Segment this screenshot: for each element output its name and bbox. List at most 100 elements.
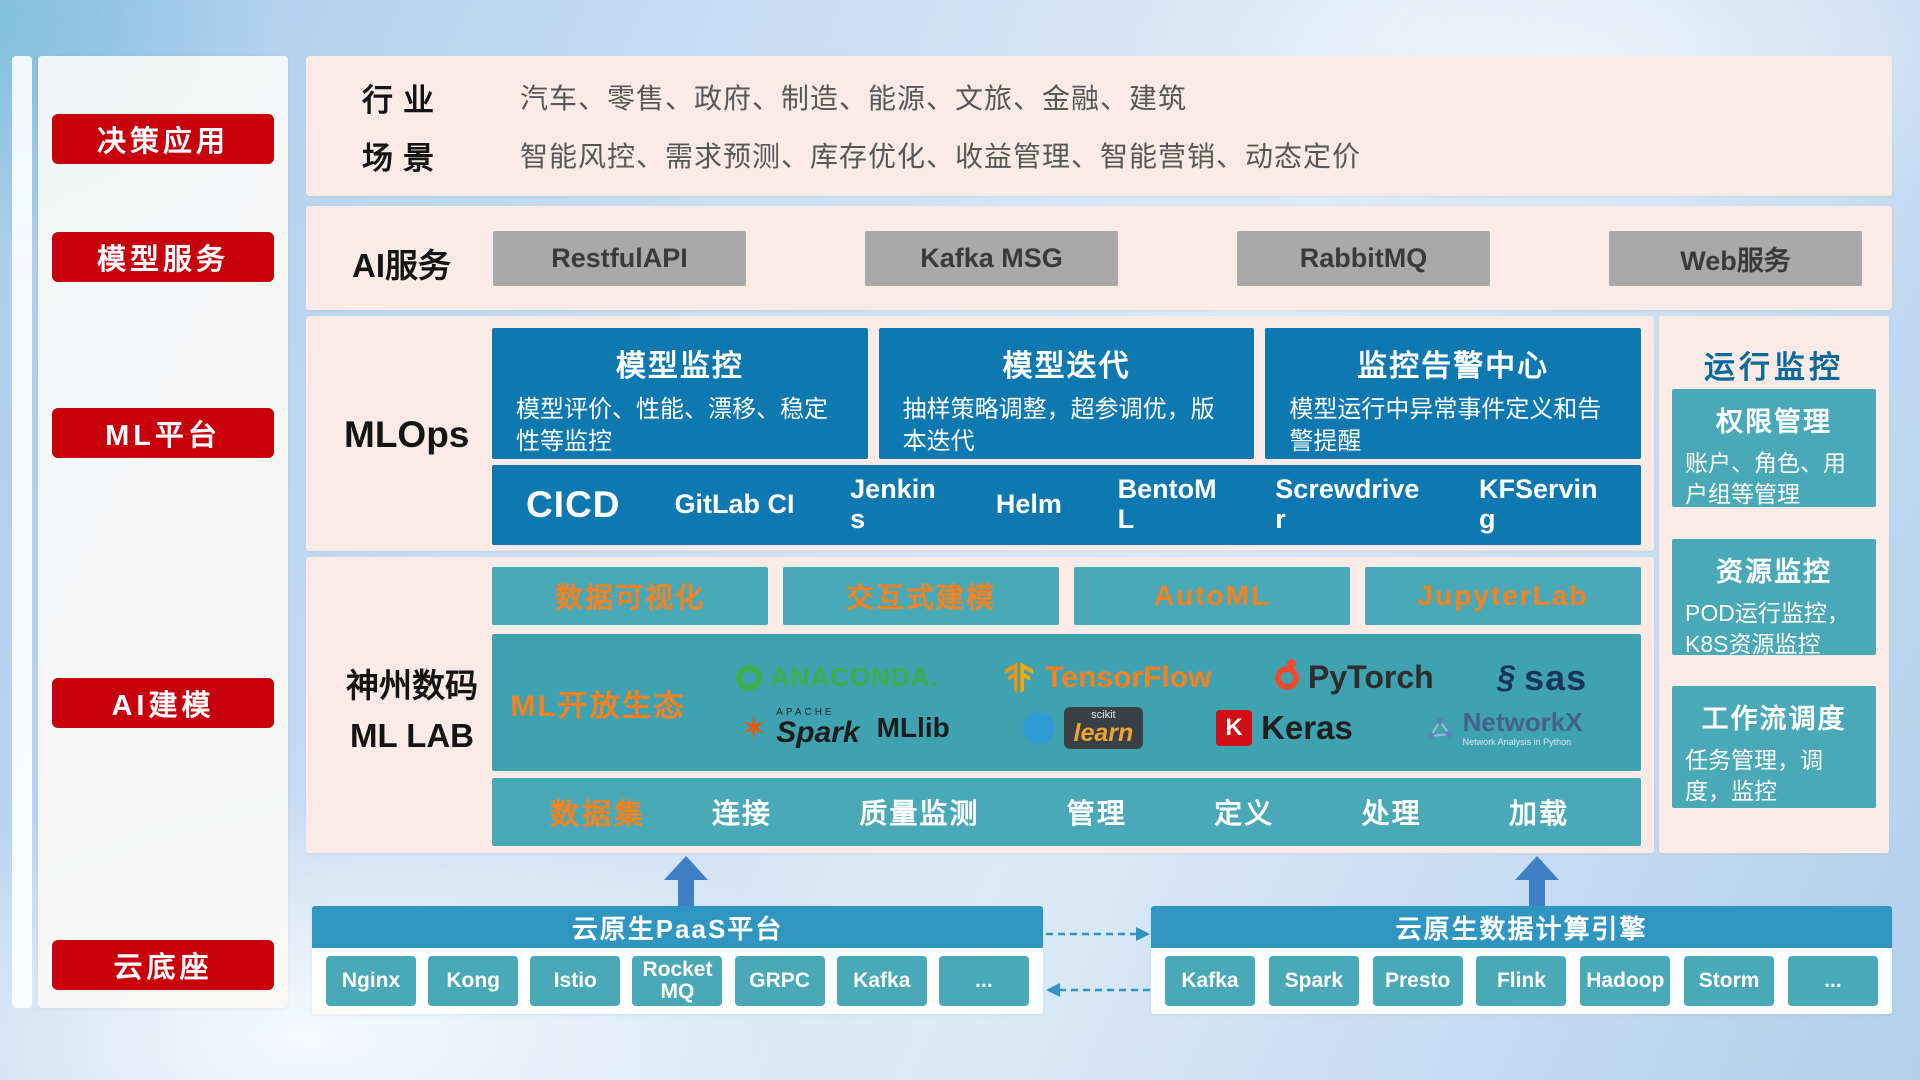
logo-anaconda: ANACONDA. — [735, 662, 939, 693]
mllab-panel: 神州数码 ML LAB 数据可视化 交互式建模 AutoML JupyterLa… — [306, 557, 1654, 853]
cloud-paas-board: 云原生PaaS平台 Nginx Kong Istio RocketMQ GRPC… — [312, 906, 1043, 1014]
arrow-head — [1515, 856, 1559, 880]
cicd-item-jenkins: Jenkins — [850, 474, 936, 534]
up-arrow-engine — [1515, 856, 1559, 906]
chip-hadoop: Hadoop — [1580, 956, 1671, 1006]
chip-engine-more: ... — [1787, 956, 1878, 1006]
cicd-item-bentoml: BentoML — [1117, 474, 1217, 534]
logo-networkx: NetworkX Network Analysis in Python — [1426, 709, 1583, 747]
card-title: 工作流调度 — [1701, 704, 1847, 734]
card-model-monitoring: 模型监控 模型评价、性能、漂移、稳定性等监控 — [492, 328, 868, 459]
scikit-learn-badge: scikit learn — [1063, 706, 1144, 749]
card-model-iteration: 模型迭代 抽样策略调整，超参调优，版本迭代 — [878, 328, 1255, 459]
networkx-wordmark-stack: NetworkX Network Analysis in Python — [1463, 709, 1583, 747]
mlops-label: MLOps — [344, 414, 470, 455]
card-title: 资源监控 — [1716, 557, 1832, 587]
tensorflow-wordmark: TensorFlow — [1045, 660, 1212, 694]
cicd-item-gitlab-ci: GitLab CI — [674, 489, 795, 520]
cloud-engine-items: Kafka Spark Presto Flink Hadoop Storm ..… — [1165, 954, 1878, 1008]
cicd-bar: CICD GitLab CI Jenkins Helm BentoML Scre… — [492, 465, 1641, 545]
cloud-engine-board: 云原生数据计算引擎 Kafka Spark Presto Flink Hadoo… — [1151, 906, 1892, 1014]
ml-ecosystem-logos: ANACONDA. TensorFlow PyTorch — [704, 657, 1641, 749]
anaconda-wordmark: ANACONDA. — [770, 662, 939, 692]
sas-swoosh-icon: § — [1497, 659, 1516, 695]
arrow-shaft — [1529, 880, 1545, 906]
ml-ecosystem-label: ML开放生态 — [510, 689, 686, 723]
card-title: 监控告警中心 — [1357, 350, 1550, 383]
card-title: 模型迭代 — [1002, 350, 1131, 383]
chip-grpc: GRPC — [734, 956, 825, 1006]
cloud-engine-header: 云原生数据计算引擎 — [1151, 906, 1892, 948]
card-desc: 模型运行中异常事件定义和告警提醒 — [1289, 396, 1602, 456]
up-arrow-paas — [664, 856, 708, 906]
dataset-item-manage: 管理 — [1066, 798, 1127, 829]
chip-interactive-modeling: 交互式建模 — [783, 567, 1059, 625]
chip-kafka-msg: Kafka MSG — [865, 231, 1118, 286]
spark-wordmark-stack: APACHE Spark — [776, 706, 860, 749]
mlops-panel: MLOps 模型监控 模型评价、性能、漂移、稳定性等监控 模型迭代 抽样策略调整… — [306, 316, 1654, 551]
learn-wordmark: learn — [1073, 718, 1134, 747]
spark-apache-label: APACHE — [776, 706, 835, 718]
dataset-item-load: 加载 — [1508, 798, 1569, 829]
mllab-label: 神州数码 ML LAB — [328, 661, 496, 760]
layer-badge-decision: 决策应用 — [52, 114, 274, 164]
cicd-item-kfserving: KFServing — [1479, 474, 1598, 534]
chip-flink: Flink — [1476, 956, 1567, 1006]
cloud-paas-header: 云原生PaaS平台 — [312, 906, 1043, 948]
dataset-items: 连接 质量监测 管理 定义 处理 加载 — [704, 792, 1641, 832]
mllab-tools: 数据可视化 交互式建模 AutoML JupyterLab — [492, 567, 1641, 625]
dataset-item-connect: 连接 — [712, 798, 773, 829]
layer-badge-model-service: 模型服务 — [52, 232, 274, 282]
spark-wordmark: Spark — [776, 715, 860, 749]
logo-scikit-learn: scikit learn — [1022, 706, 1144, 749]
scenario-list: 智能风控、需求预测、库存优化、收益管理、智能营销、动态定价 — [520, 141, 1362, 172]
ai-service-buttons: RestfulAPI Kafka MSG RabbitMQ Web服务 — [493, 231, 1862, 286]
card-title: 权限管理 — [1716, 407, 1832, 437]
keras-wordmark: Keras — [1261, 708, 1353, 746]
card-permission-management: 权限管理 账户、角色、用户组等管理 — [1672, 389, 1876, 507]
logo-row-2: ✶ APACHE Spark MLlib scikit learn — [704, 706, 1619, 749]
arrow-head — [664, 856, 708, 880]
networkx-icon — [1427, 717, 1453, 739]
logo-keras: K Keras — [1216, 709, 1353, 747]
layer-badge-cloud-base: 云底座 — [52, 940, 274, 990]
dataset-item-define: 定义 — [1214, 798, 1275, 829]
chip-kong: Kong — [428, 956, 519, 1006]
ai-service-label: AI服务 — [352, 247, 451, 284]
chip-presto: Presto — [1372, 956, 1463, 1006]
cicd-label: CICD — [526, 484, 621, 525]
card-desc: POD运行监控，K8S资源监控 — [1685, 600, 1850, 658]
chip-automl: AutoML — [1074, 567, 1350, 625]
layer-badge-ml-platform: ML平台 — [52, 408, 274, 458]
runtime-monitoring-panel: 运行监控 权限管理 账户、角色、用户组等管理 资源监控 POD运行监控，K8S资… — [1659, 316, 1889, 853]
card-alert-center: 监控告警中心 模型运行中异常事件定义和告警提醒 — [1265, 328, 1642, 459]
industry-row: 行业 汽车、零售、政府、制造、能源、文旅、金融、建筑 — [362, 68, 1892, 126]
spark-icon: ✶ — [740, 709, 768, 746]
mlops-cards: 模型监控 模型评价、性能、漂移、稳定性等监控 模型迭代 抽样策略调整，超参调优，… — [492, 328, 1642, 459]
scenario-row: 场景 智能风控、需求预测、库存优化、收益管理、智能营销、动态定价 — [362, 126, 1892, 184]
industry-scenario-panel: 行业 汽车、零售、政府、制造、能源、文旅、金融、建筑 场景 智能风控、需求预测、… — [306, 56, 1892, 196]
tensorflow-icon — [1005, 661, 1034, 693]
cloud-paas-items: Nginx Kong Istio RocketMQ GRPC Kafka ... — [326, 954, 1029, 1008]
chip-spark-engine: Spark — [1268, 956, 1359, 1006]
dataset-item-process: 处理 — [1361, 798, 1422, 829]
chip-restfulapi: RestfulAPI — [493, 231, 746, 286]
chip-web-service: Web服务 — [1609, 231, 1862, 286]
card-desc: 账户、角色、用户组等管理 — [1685, 450, 1846, 508]
networkx-subtitle: Network Analysis in Python — [1462, 736, 1572, 747]
scikit-label: scikit — [1091, 708, 1116, 721]
dataset-label: 数据集 — [549, 799, 646, 831]
card-desc: 模型评价、性能、漂移、稳定性等监控 — [516, 396, 828, 456]
chip-more: ... — [938, 956, 1029, 1006]
chip-kafka-engine: Kafka — [1165, 956, 1255, 1006]
chip-nginx: Nginx — [326, 956, 416, 1006]
mllib-wordmark: MLlib — [876, 711, 950, 743]
card-desc: 抽样策略调整，超参调优，版本迭代 — [902, 396, 1215, 456]
logo-pytorch: PyTorch — [1275, 658, 1434, 696]
card-resource-monitoring: 资源监控 POD运行监控，K8S资源监控 — [1672, 539, 1876, 657]
keras-icon: K — [1216, 709, 1253, 746]
chip-data-visualization: 数据可视化 — [492, 567, 768, 625]
dataset-item-quality: 质量监测 — [859, 798, 980, 829]
sas-wordmark: sas — [1524, 656, 1588, 698]
